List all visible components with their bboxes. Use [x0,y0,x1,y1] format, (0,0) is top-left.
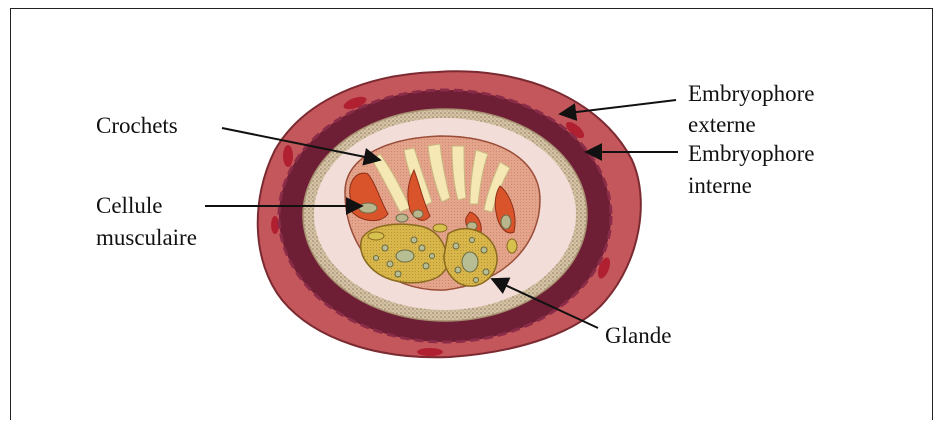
label-embryophore-interne-1: Embryophore [688,140,814,167]
label-musculaire: musculaire [96,224,197,251]
label-embryophore-externe-2: externe [688,111,756,138]
label-embryophore-externe-1: Embryophore [688,80,814,107]
label-cellule: Cellule [96,192,162,219]
label-embryophore-interne-2: interne [688,172,752,199]
label-glande: Glande [605,322,671,349]
label-crochets: Crochets [96,112,178,139]
